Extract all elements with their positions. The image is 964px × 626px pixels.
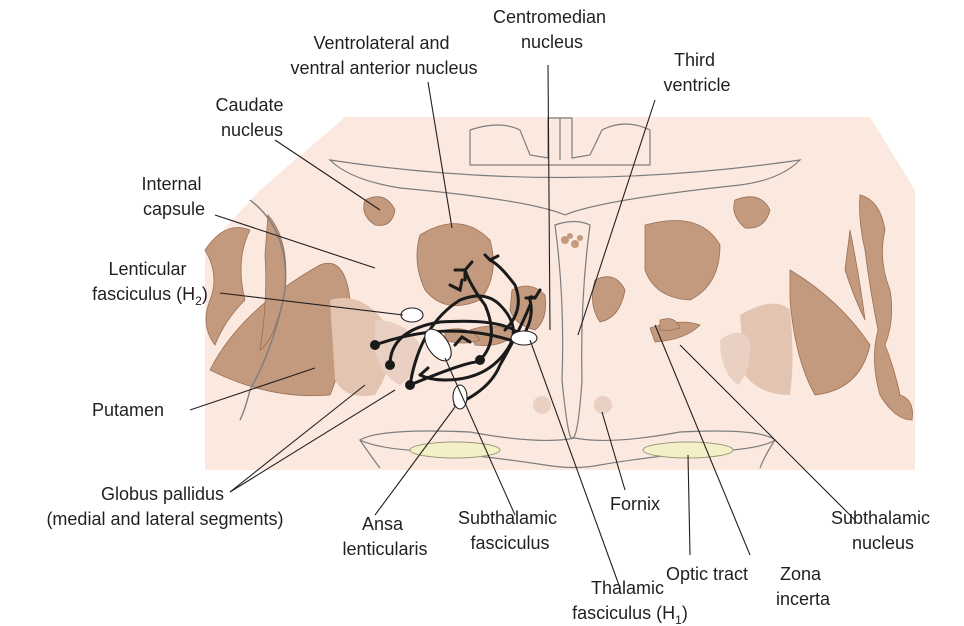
fornix-left [533, 396, 551, 414]
label-third-ventricle: Third ventricle [663, 50, 730, 95]
label-zona-incerta: Zona incerta [776, 564, 831, 609]
label-lenticular-fasciculus: Lenticular fasciculus (H2) [92, 259, 208, 308]
label-ventrolateral: Ventrolateral and ventral anterior nucle… [290, 33, 477, 78]
label-globus-pallidus: Globus pallidus (medial and lateral segm… [46, 484, 283, 529]
label-internal-capsule: Internal capsule [141, 174, 206, 219]
label-subthalamic-nucleus: Subthalamic nucleus [831, 508, 935, 553]
label-caudate-nucleus: Caudate nucleus [215, 95, 288, 140]
label-putamen: Putamen [92, 400, 164, 420]
thalamus-vl-va-left [417, 224, 493, 306]
label-ansa-lenticularis: Ansa lenticularis [342, 514, 427, 559]
fornix-right [594, 396, 612, 414]
label-thalamic-fasciculus: Thalamic fasciculus (H1) [572, 578, 688, 626]
label-centromedian: Centromedian nucleus [493, 7, 611, 52]
label-subthalamic-fasciculus: Subthalamic fasciculus [458, 508, 562, 553]
label-optic-tract: Optic tract [666, 564, 748, 584]
label-fornix: Fornix [610, 494, 660, 514]
